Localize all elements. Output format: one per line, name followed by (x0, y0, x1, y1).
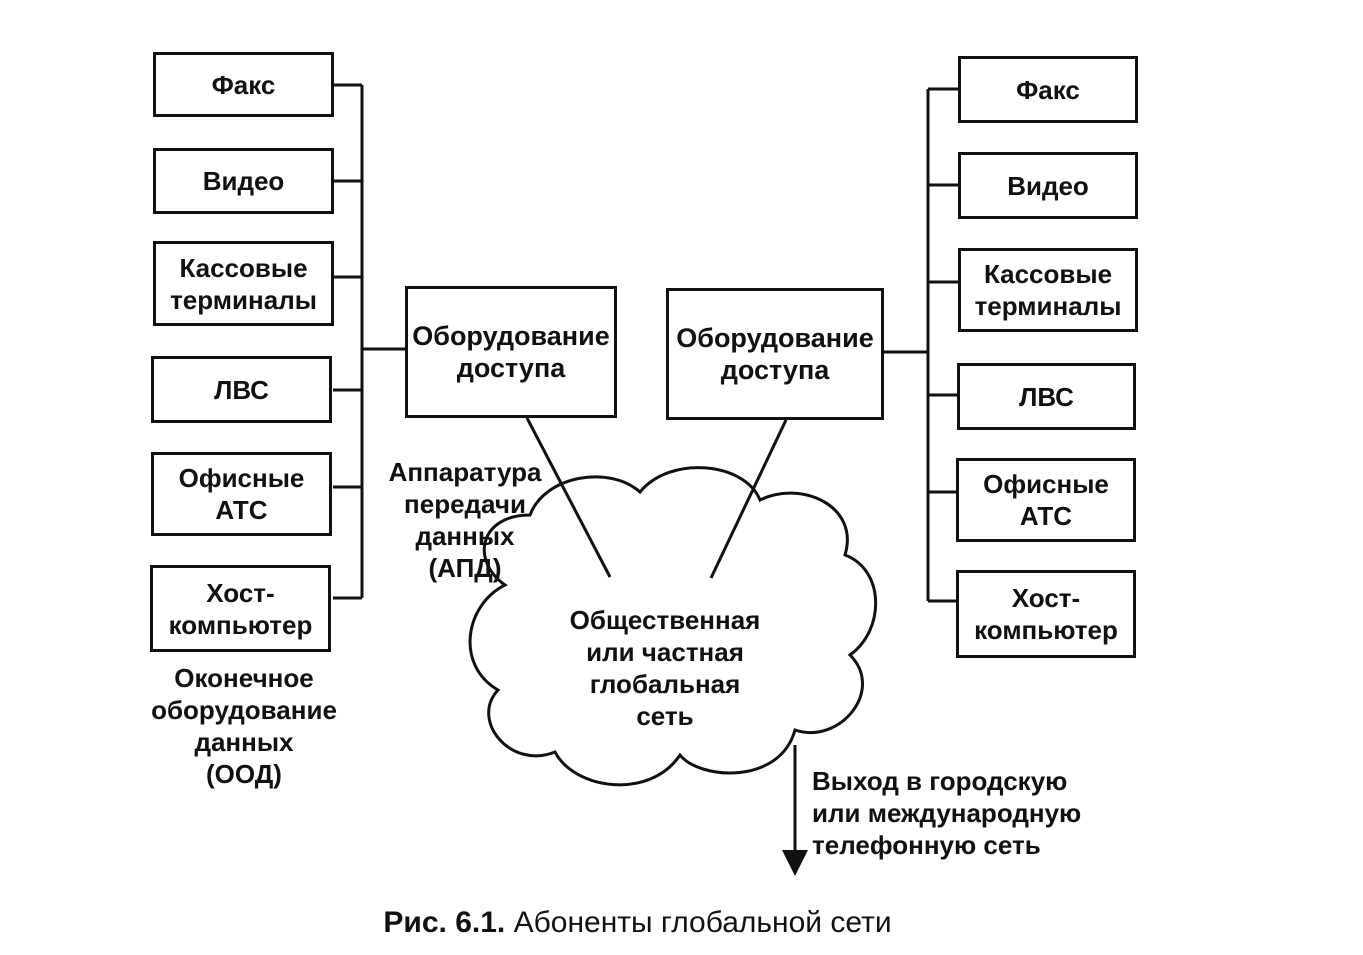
figure-title: Абоненты глобальной сети (513, 906, 892, 939)
figure-caption: Рис. 6.1. Абоненты глобальной сети (0, 906, 1275, 940)
dte-label: Оконечное оборудование данных (ООД) (151, 663, 337, 789)
dce-label: Аппаратура передачи данных (АПД) (388, 457, 542, 583)
access-equipment-left: Оборудование доступа (405, 286, 617, 418)
right-box-office-pbx: Офисные АТС (956, 458, 1136, 542)
right-box-cash-terminals: Кассовые терминалы (958, 248, 1138, 332)
right-box-lan: ЛВС (957, 363, 1136, 430)
cloud-shape (468, 466, 878, 787)
left-box-lan: ЛВС (151, 356, 332, 423)
right-box-fax: Факс (958, 56, 1138, 123)
left-box-fax: Факс (153, 52, 334, 117)
access-equipment-right: Оборудование доступа (666, 288, 884, 420)
access-left-link (525, 417, 612, 578)
exit-arrow-head (782, 850, 808, 876)
cloud-label: Общественная или частная глобальная сеть (569, 605, 761, 731)
right-box-video: Видео (958, 152, 1138, 219)
left-box-cash-terminals: Кассовые терминалы (153, 241, 334, 326)
left-box-office-pbx: Офисные АТС (151, 452, 332, 536)
figure-number: Рис. 6.1. (383, 906, 506, 939)
left-box-host-computer: Хост- компьютер (150, 565, 331, 652)
right-box-host-computer: Хост- компьютер (956, 570, 1136, 658)
access-right-link (709, 419, 788, 579)
left-box-video: Видео (153, 148, 334, 214)
exit-label: Выход в городскую или международную теле… (812, 766, 1082, 860)
